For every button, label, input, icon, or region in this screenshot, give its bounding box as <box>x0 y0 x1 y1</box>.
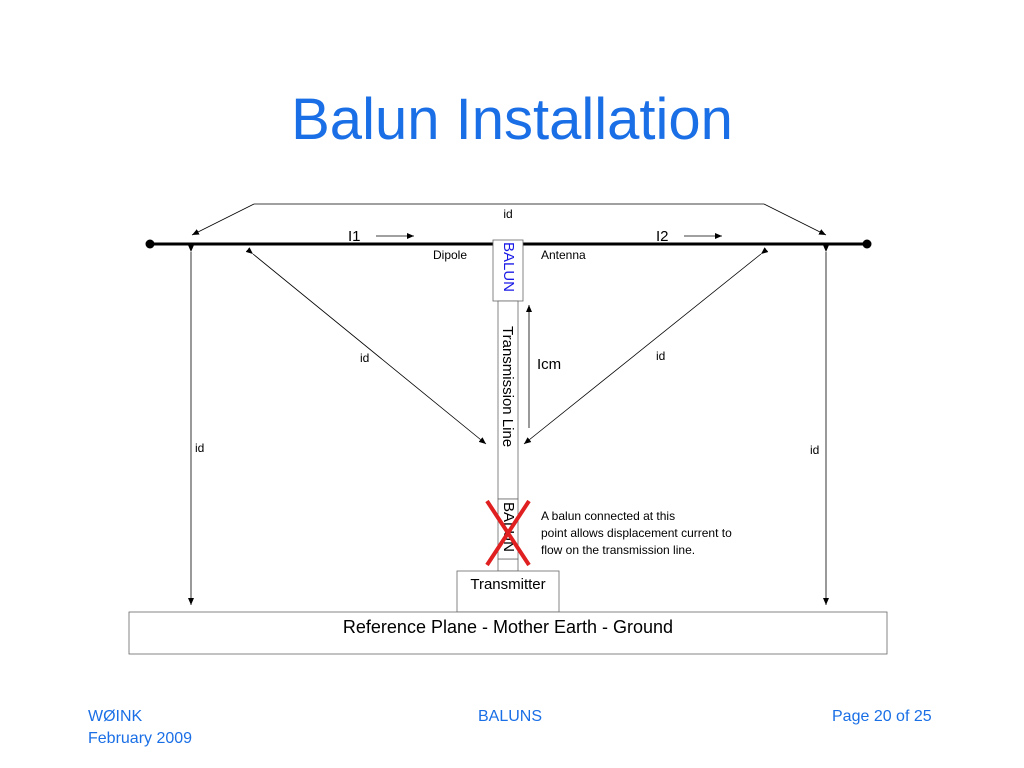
id-diag-right <box>523 247 769 445</box>
footer-topic: BALUNS <box>478 708 543 725</box>
top-id-arrow-left <box>191 203 255 236</box>
dipole-end-right <box>862 239 872 249</box>
dipole-end-left <box>145 239 155 249</box>
footer-author: WØINK <box>88 708 143 725</box>
transmitter-label: Transmitter <box>470 576 545 593</box>
ground-plane-label: Reference Plane - Mother Earth - Ground <box>343 617 673 637</box>
top-id-label: id <box>503 207 512 221</box>
transmitter-box <box>456 570 560 613</box>
id-vert-right-label: id <box>810 443 819 457</box>
footer-left: WØINK February 2009 <box>88 706 192 750</box>
transmission-line-lower <box>497 558 519 572</box>
id-diag-left <box>245 247 487 445</box>
id-diag-left-label: id <box>360 351 369 365</box>
current-i1-label: I1 <box>348 228 361 245</box>
note-line-2: point allows displacement current to <box>541 526 732 540</box>
footer-page-number: Page 20 of 25 <box>832 708 932 725</box>
balun-top-label: BALUN <box>500 242 517 292</box>
top-id-arrow-right <box>763 203 827 236</box>
cross-out-stroke-2 <box>485 499 531 567</box>
icm-label: Icm <box>537 356 561 373</box>
slide-title: Balun Installation <box>291 87 733 152</box>
id-diag-right-label: id <box>656 349 665 363</box>
note-line-3: flow on the transmission line. <box>541 543 695 557</box>
antenna-label: Antenna <box>541 248 586 262</box>
footer-date: February 2009 <box>88 730 193 747</box>
id-vert-left-label: id <box>195 441 204 455</box>
transmission-line-label: Transmission Line <box>499 326 516 447</box>
ground-plane-box <box>128 611 888 655</box>
current-i2-label: I2 <box>656 228 669 245</box>
dipole-label: Dipole <box>433 248 467 262</box>
note-line-1: A balun connected at this <box>541 509 675 523</box>
